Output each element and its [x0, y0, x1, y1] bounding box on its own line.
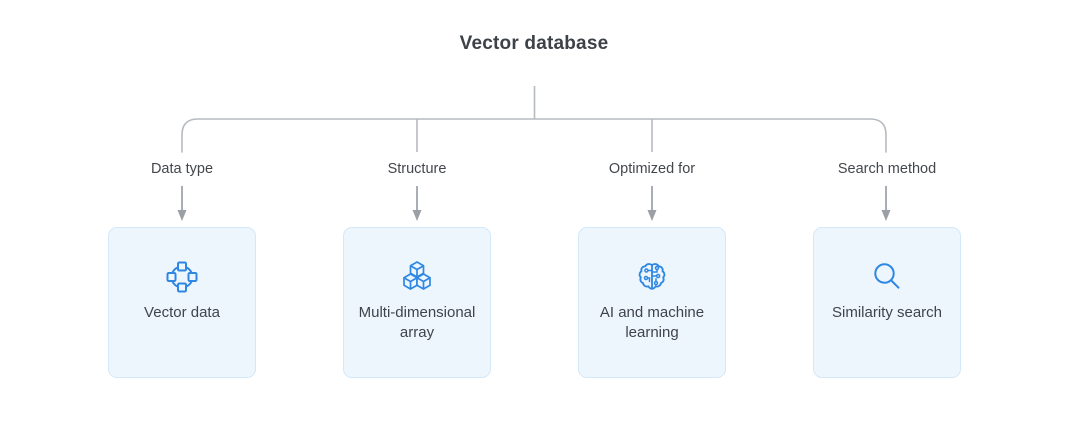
- card-multi-dimensional-array: Multi-dimensional array: [343, 227, 491, 378]
- branch-label-structure: Structure: [387, 161, 447, 177]
- ai-brain-icon: [638, 263, 666, 290]
- card-ai-machine-learning: AI and machine learning: [578, 227, 726, 378]
- cubes-icon: [403, 261, 431, 290]
- vector-data-icon: [166, 261, 198, 293]
- card-similarity-search: Similarity search: [813, 227, 961, 378]
- branch-label-search-method: Search method: [837, 161, 937, 177]
- branch-label-optimized-for: Optimized for: [608, 161, 696, 177]
- branch-label-data-type: Data type: [150, 161, 214, 177]
- page-title: Vector database: [459, 33, 609, 54]
- card-label: AI and machine learning: [599, 304, 705, 341]
- card-label: Multi-dimensional array: [358, 304, 476, 341]
- search-icon: [874, 263, 900, 289]
- card-vector-data: Vector data: [108, 227, 256, 378]
- card-label: Vector data: [144, 304, 220, 321]
- card-label: Similarity search: [831, 304, 943, 321]
